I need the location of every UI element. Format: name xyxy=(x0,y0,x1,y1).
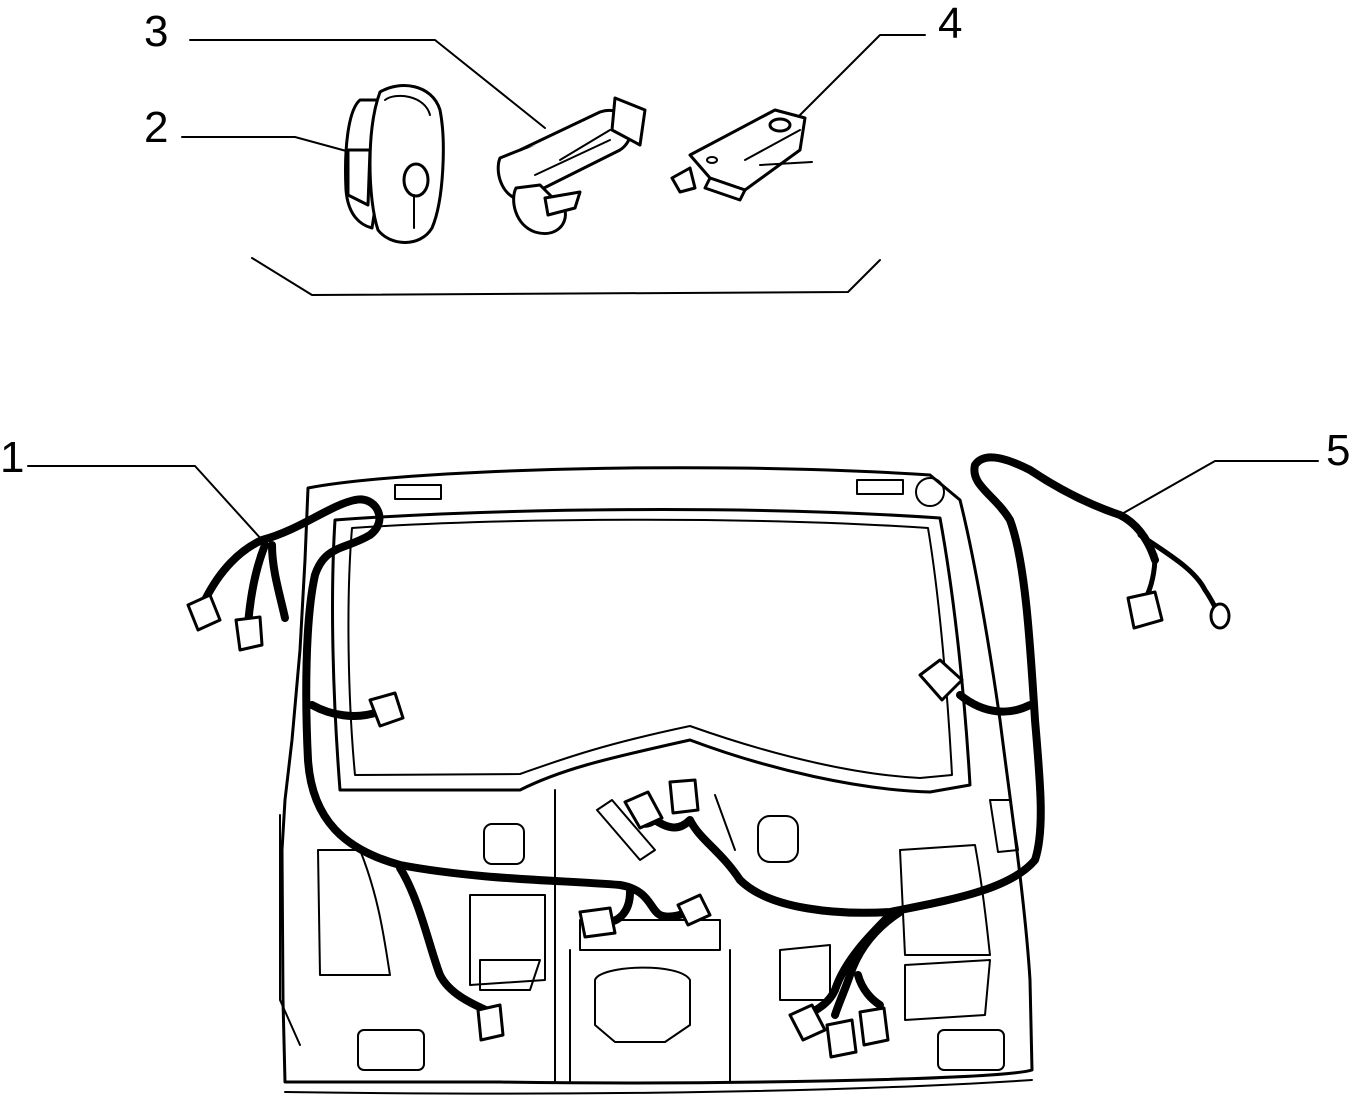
connector-center-left xyxy=(578,906,617,939)
connector-lower-right-1 xyxy=(788,1003,827,1042)
lower-pad-left xyxy=(357,1029,425,1071)
bracket-clip-part-4 xyxy=(670,108,813,202)
leader-3 xyxy=(189,39,546,129)
lower-pad-right xyxy=(937,1029,1005,1071)
lamp-housing-part-2 xyxy=(344,84,445,244)
connector-left-2 xyxy=(234,615,264,652)
callout-2: 2 xyxy=(144,103,168,152)
connector-window-right xyxy=(918,658,964,702)
panel-hole-left xyxy=(483,823,525,865)
connectors xyxy=(186,590,1231,1059)
connector-center-top-2 xyxy=(668,778,700,815)
harness-1-branch-upper xyxy=(201,496,359,604)
rear-window-opening xyxy=(331,508,972,794)
leader-5 xyxy=(1119,460,1319,516)
tailgate-outline xyxy=(280,466,1034,1085)
connector-harness-5 xyxy=(1126,590,1164,630)
group-bracket xyxy=(251,257,881,296)
connector-lower-right-2 xyxy=(825,1018,858,1059)
tailgate-panel xyxy=(279,466,1034,1095)
leader-1 xyxy=(27,465,263,541)
bulb-holder-part-3 xyxy=(496,96,647,235)
slot-left xyxy=(394,484,442,500)
panel-hole-right xyxy=(757,815,799,863)
callout-1: 1 xyxy=(0,433,24,482)
leader-4 xyxy=(794,34,926,121)
connector-window-left xyxy=(368,691,405,728)
connector-center-right xyxy=(676,893,712,927)
ground-eyelet-harness-5 xyxy=(1209,602,1231,630)
slot-right xyxy=(856,479,904,495)
connector-lower-left xyxy=(476,1003,505,1042)
leader-2 xyxy=(181,136,351,153)
callout-4: 4 xyxy=(938,0,962,48)
license-plate-recess xyxy=(594,966,691,1043)
connector-lower-right-3 xyxy=(858,1006,890,1047)
connector-center-top-1 xyxy=(623,790,664,830)
callout-5: 5 xyxy=(1326,426,1350,475)
wiring-harness-center xyxy=(634,453,1221,1019)
leader-lines xyxy=(27,34,1319,541)
connector-left-1 xyxy=(186,593,222,632)
callout-3: 3 xyxy=(144,7,168,56)
panel-recess-left xyxy=(469,894,546,986)
